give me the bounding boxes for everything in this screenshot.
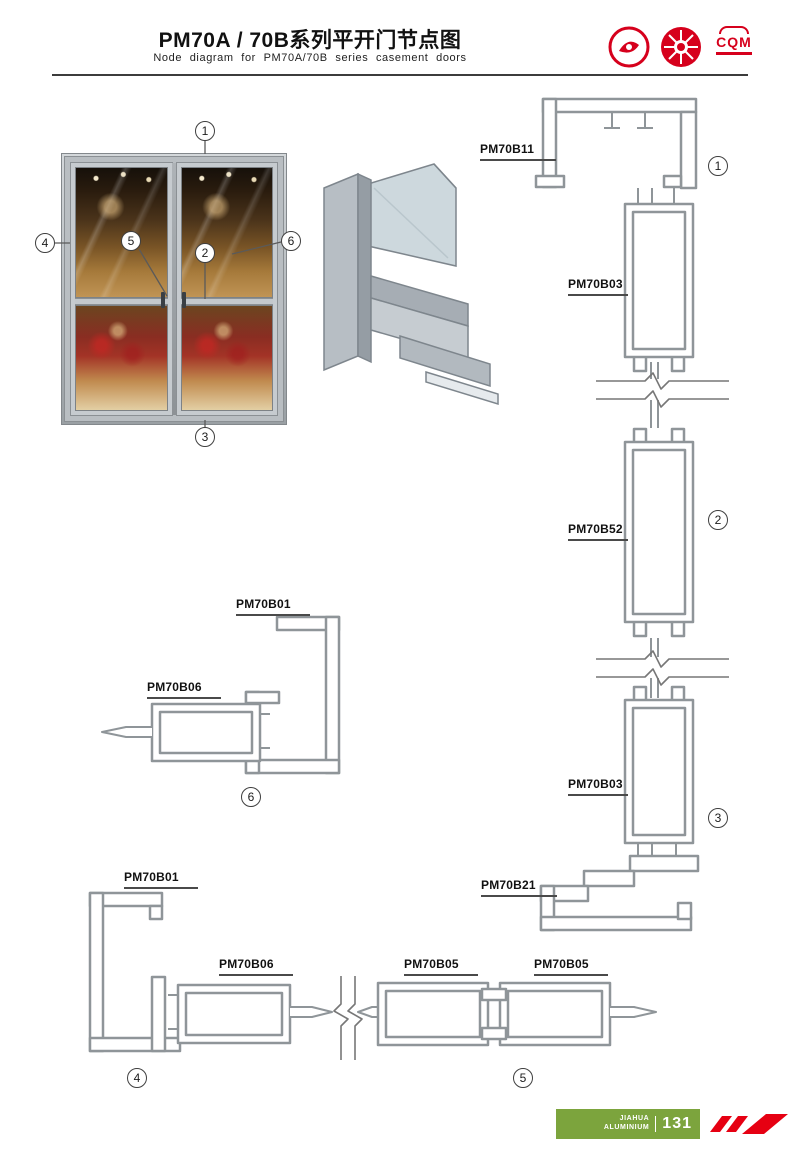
footer-divider [655, 1116, 657, 1132]
profile-label-pm70b01-node6: PM70B01 [236, 597, 310, 616]
mid-rail-right [180, 298, 273, 306]
profile-label-pm70b52: PM70B52 [568, 522, 628, 541]
door-handle-left [161, 292, 165, 308]
quality-badge-icon [660, 26, 702, 68]
door-handle-right [182, 292, 186, 308]
jiahua-logo-icon [710, 1114, 788, 1134]
cqm-subtext-bar [716, 52, 752, 55]
glass-upper-left [75, 167, 168, 299]
footer-brand-line1: JIAHUA [619, 1115, 650, 1123]
callout-5: 5 [121, 231, 141, 251]
door-sash-right [175, 162, 278, 416]
page-number: 131 [662, 1115, 692, 1132]
door-outer-frame [64, 156, 284, 422]
callout-3: 3 [195, 427, 215, 447]
cqm-logo: CQM [712, 26, 756, 68]
profile-label-pm70b03-top: PM70B03 [568, 277, 628, 296]
footer-brand-line2: ALUMINIUM [603, 1124, 650, 1131]
cqm-text: CQM [716, 34, 752, 50]
page-subtitle: Node diagram for PM70A/70B series caseme… [153, 52, 467, 64]
cqm-arc-icon [719, 26, 749, 34]
profile-label-pm70b05-right: PM70B05 [534, 957, 608, 976]
profile-label-pm70b21: PM70B21 [481, 878, 557, 897]
callout-6: 6 [281, 231, 301, 251]
node-badge-2: 2 [708, 510, 728, 530]
glass-lower-left [75, 305, 168, 411]
node-badge-5: 5 [513, 1068, 533, 1088]
callout-4: 4 [35, 233, 55, 253]
profile-label-pm70b01-node4: PM70B01 [124, 870, 198, 889]
profile-label-pm70b05-left: PM70B05 [404, 957, 478, 976]
profile-3d-render [323, 163, 499, 406]
jiahua-logo-box [700, 1109, 800, 1139]
node-badge-4: 4 [127, 1068, 147, 1088]
casement-door-photo [62, 154, 286, 424]
header-divider [52, 74, 748, 76]
mid-rail-left [75, 298, 168, 306]
node-badge-1: 1 [708, 156, 728, 176]
profile-label-pm70b06-node4: PM70B06 [219, 957, 293, 976]
node-badge-6: 6 [241, 787, 261, 807]
glass-upper-right [180, 167, 273, 299]
certification-badge-icon [608, 26, 650, 68]
glass-lower-right [180, 305, 273, 411]
profile-label-pm70b06-node6: PM70B06 [147, 680, 221, 699]
profile-label-pm70b03-bottom: PM70B03 [568, 777, 628, 796]
door-sash-left [70, 162, 173, 416]
callout-1: 1 [195, 121, 215, 141]
footer-brand: JIAHUA ALUMINIUM [604, 1115, 649, 1133]
certification-badges: CQM [608, 26, 756, 68]
node-badge-3: 3 [708, 808, 728, 828]
callout-2: 2 [195, 243, 215, 263]
profile-label-pm70b11: PM70B11 [480, 142, 556, 161]
footer-bar: JIAHUA ALUMINIUM 131 [556, 1109, 800, 1139]
page-title: PM70A / 70B系列平开门节点图 [158, 29, 462, 52]
